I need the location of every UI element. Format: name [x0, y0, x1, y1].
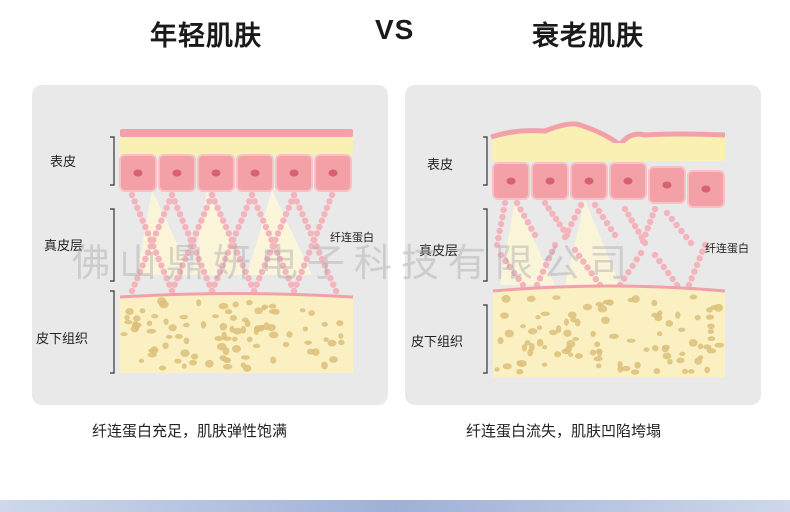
- aging-skin-diagram: [483, 121, 726, 377]
- epidermis-cells: [119, 154, 352, 192]
- young-skin-caption: 纤连蛋白充足，肌肤弹性饱满: [92, 422, 288, 440]
- fibronectin-label: 纤连蛋白: [330, 231, 374, 244]
- dermis-label: 真皮层: [419, 244, 459, 259]
- subcutaneous-fat: [120, 297, 345, 372]
- young-skin-title: 年轻肌肤: [150, 21, 262, 52]
- young-skin-panel: 表皮 真皮层 皮下组织 纤连蛋白: [32, 85, 388, 405]
- epidermis-label: 表皮: [50, 155, 77, 170]
- bottom-decorative-bar: [0, 500, 790, 512]
- aging-skin-title: 衰老肌肤: [532, 21, 644, 52]
- subcutaneous-fat: [494, 294, 725, 375]
- young-skin-diagram: [110, 129, 354, 374]
- fibronectin-label: 纤连蛋白: [705, 242, 749, 255]
- aging-skin-panel: 表皮 真皮层 皮下组织 纤连蛋白: [405, 85, 761, 405]
- subcutis-label: 皮下组织: [36, 332, 89, 347]
- epidermis-label: 表皮: [427, 158, 454, 173]
- vs-label: VS: [375, 14, 415, 45]
- subcutis-label: 皮下组织: [411, 335, 464, 350]
- fibronectin-fibers: [128, 191, 340, 295]
- aging-skin-caption: 纤连蛋白流失，肌肤凹陷垮塌: [466, 422, 662, 440]
- epidermis-cells: [492, 162, 725, 208]
- dermis-label: 真皮层: [44, 239, 84, 254]
